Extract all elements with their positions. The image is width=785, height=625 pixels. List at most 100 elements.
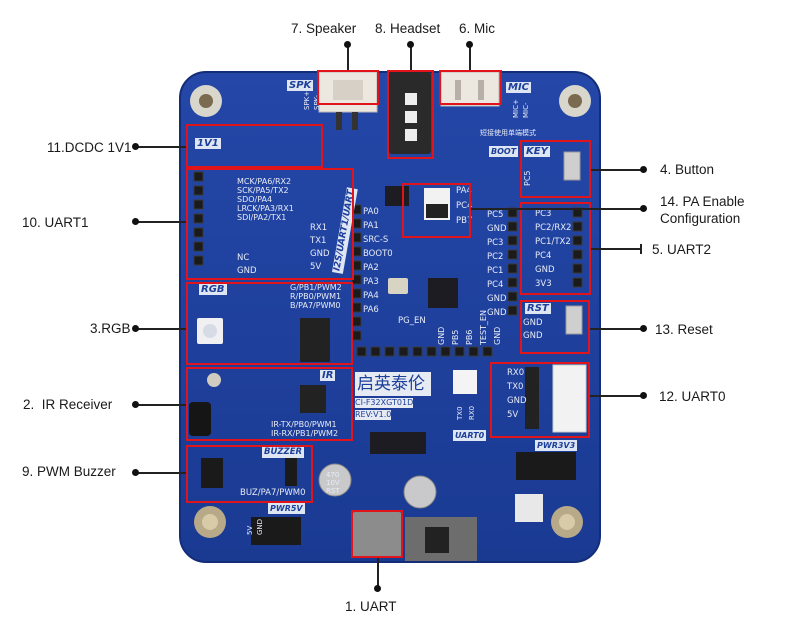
bottom-pin — [468, 346, 479, 357]
uart2-pin — [572, 235, 583, 246]
callout-uart1: 10. UART1 — [22, 215, 89, 230]
center-right-pin — [507, 249, 518, 260]
uart1-pin — [193, 213, 204, 224]
silk-uart2-label: PC2/RX2 — [535, 223, 572, 233]
leader-pa-enable-end — [640, 205, 647, 212]
highlight-button — [520, 140, 591, 198]
center-right-pin — [507, 221, 518, 232]
silk-rgb-label: R/PB0/PWM1 — [290, 292, 342, 301]
bottom-pin — [384, 346, 395, 357]
uart1-pin — [193, 227, 204, 238]
silk-rst-label: GND — [523, 331, 543, 341]
uart2-pin — [572, 263, 583, 274]
bottom-pin — [482, 346, 493, 357]
silk-pg-en: PG_EN — [398, 316, 426, 326]
highlight-pa-enable — [402, 183, 471, 238]
mounting-hole-top-left — [190, 85, 222, 117]
leader-rgb — [135, 328, 186, 330]
leader-buzzer — [135, 472, 186, 474]
buzzer-transistors — [201, 458, 223, 488]
silk-bottom-pin-label: TEST_EN — [479, 310, 488, 345]
center-right-pin — [507, 291, 518, 302]
callout-reset: 13. Reset — [655, 322, 713, 337]
silk-mic-pin-label: MIC+ — [512, 99, 520, 118]
uart0-pins — [525, 367, 539, 429]
uart1-pin — [193, 255, 204, 266]
usb-c-connector — [352, 512, 402, 558]
callout-headset: 8. Headset — [375, 21, 441, 36]
highlight-uart — [351, 510, 403, 558]
uart1-pin — [193, 171, 204, 182]
uart1-pin — [193, 199, 204, 210]
bottom-pin — [398, 346, 409, 357]
bottom-pin-header — [356, 346, 493, 357]
silk-uart1-right-label: TX1 — [310, 236, 327, 246]
center-right-pin — [507, 305, 518, 316]
silk-cap1-label: 10V — [326, 479, 340, 487]
silk-uart2-label: PC1/TX2 — [535, 237, 571, 247]
leader-uart2 — [591, 248, 641, 250]
center-left-pin — [351, 302, 362, 313]
buzzer-jumper — [285, 458, 297, 486]
center-right-pin — [507, 263, 518, 274]
highlight-uart0 — [490, 362, 590, 438]
silk-uart1-right-label: GND — [310, 249, 330, 259]
callout-button: 4. Button — [660, 162, 715, 177]
silk-uart0-mid: UART0 — [453, 430, 487, 441]
silk-bottom-pin-label: PB6 — [465, 329, 474, 345]
ir-jumpers — [300, 385, 326, 413]
silk-rev: REV:V1.0 — [355, 410, 392, 420]
usb-uart-chip — [370, 432, 426, 454]
uart0-mid-jumper — [453, 370, 477, 394]
rgb-jumpers — [300, 318, 330, 362]
silk-pwr3v3: PWR3V3 — [535, 440, 578, 451]
leader-speaker — [347, 44, 349, 70]
pwr5v-header — [251, 517, 301, 545]
silk-center-right-label: PC4 — [487, 280, 504, 290]
silk-pa-enable-label: PA4 — [456, 186, 472, 196]
reset-button — [565, 305, 583, 335]
pwr3v3-header — [516, 452, 576, 480]
center-right-pin-header — [507, 207, 518, 316]
silk-model: CI-F32XGT01D — [355, 398, 414, 408]
highlight-dcdc-1v1 — [186, 124, 323, 168]
leader-pa-enable — [471, 208, 643, 210]
silk-center-left-label: PA0 — [363, 207, 379, 217]
highlight-headset — [387, 70, 434, 159]
highlight-ir — [186, 367, 353, 441]
silk-center-right-label: GND — [487, 308, 507, 318]
callout-ir-receiver: 2. IR Receiver — [23, 397, 113, 412]
silk-brand: 启英泰伦 — [357, 374, 425, 394]
capacitor-1 — [318, 463, 352, 497]
leader-uart0 — [590, 395, 643, 397]
leader-headset — [410, 44, 412, 70]
silk-pwr-pin-label: GND — [256, 518, 264, 535]
silk-center-right-label: GND — [487, 294, 507, 304]
callout-pa-enable-line2: Configuration — [660, 211, 741, 226]
bottom-pin — [454, 346, 465, 357]
silk-pwr5v: PWR5V — [268, 503, 305, 514]
silk-uart0-mid-label: RX0 — [468, 405, 476, 420]
silk-key: KEY — [524, 146, 550, 157]
crystal — [388, 278, 408, 294]
silk-uart1-left-label: SDO/PA4 — [237, 195, 273, 204]
silk-rst-label: GND — [523, 318, 543, 328]
uart2-pin — [572, 277, 583, 288]
silk-ir-label: IR-TX/PB0/PWM1 — [271, 420, 337, 429]
silk-uart1-left-label: SCK/PA5/TX2 — [237, 186, 289, 195]
leader-dcdc — [135, 146, 186, 148]
silk-uart2-label: GND — [535, 265, 555, 275]
callout-speaker: 7. Speaker — [291, 21, 357, 36]
silk-uart0-label: RX0 — [507, 368, 525, 378]
callout-uart: 1. UART — [345, 599, 397, 614]
leader-speaker-end — [344, 41, 351, 48]
silk-pa-enable-label: PB7 — [456, 216, 473, 226]
silk-uart0-mid-label: TX0 — [456, 406, 464, 420]
callout-pwm-buzzer: 9. PWM Buzzer — [22, 464, 116, 479]
callout-mic: 6. Mic — [459, 21, 496, 36]
silk-center-right-label: PC3 — [487, 238, 504, 248]
silk-spk: SPK — [287, 80, 314, 91]
silk-uart2-label: PC4 — [535, 251, 552, 261]
silk-mic-pin-label: MIC- — [522, 102, 530, 118]
silk-uart1-left-label: SDI/PA2/TX1 — [237, 213, 287, 222]
